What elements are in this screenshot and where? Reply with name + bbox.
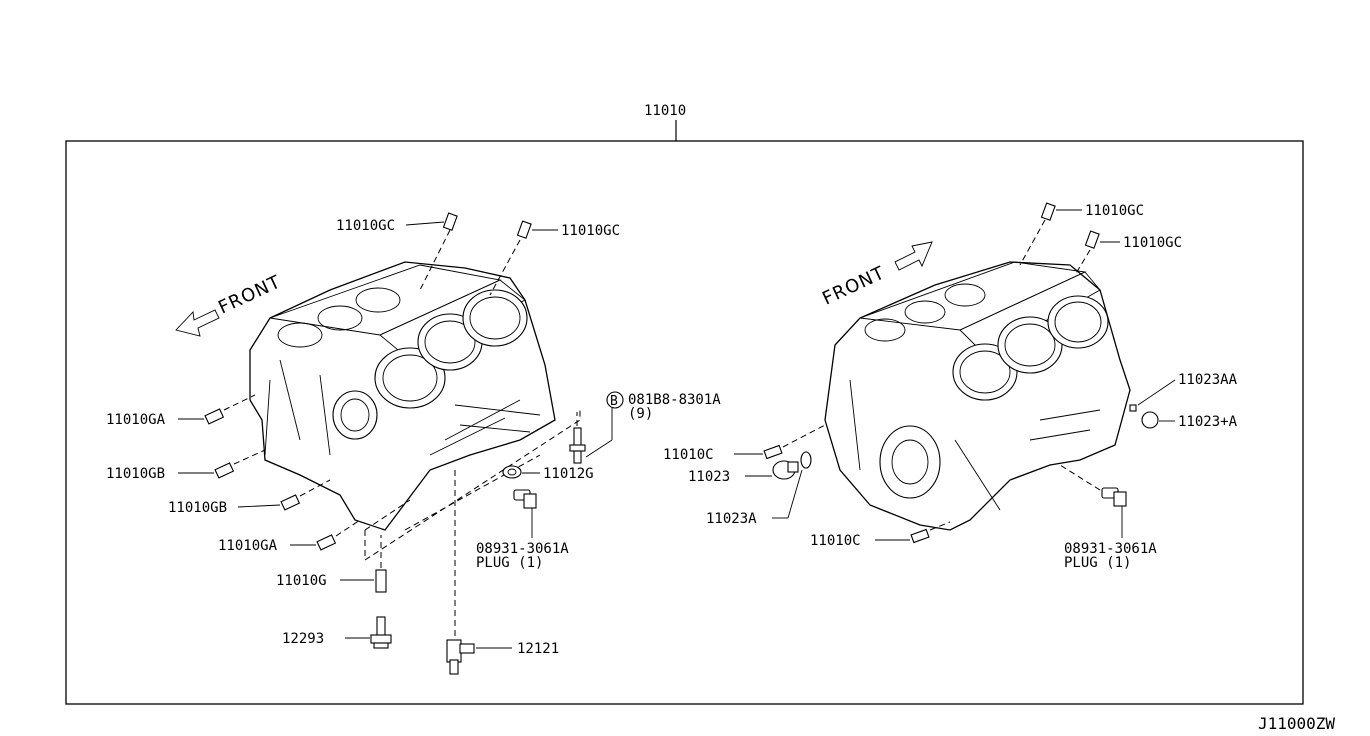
right-front-label: FRONT (819, 262, 888, 309)
sensor-12121 (446, 639, 475, 675)
bolt-081b8 (569, 427, 586, 464)
right-label-c-bot: 11010C (810, 533, 861, 549)
left-front-label: FRONT (215, 271, 284, 318)
left-label-bolt-qty: (9) (628, 406, 653, 422)
right-label-11023aa: 11023AA (1178, 372, 1238, 388)
plug-11023 (772, 460, 799, 480)
left-dowel-gc-a (442, 212, 458, 231)
right-dowel-c-top (763, 444, 783, 460)
left-bolt-circle-letter: B (610, 394, 618, 409)
right-dowel-gc-a (1040, 202, 1056, 221)
right-plug (1101, 487, 1127, 507)
left-label-gb-top: 11010GB (106, 466, 165, 482)
left-plug (513, 489, 537, 509)
left-guide-lines (364, 410, 581, 561)
left-label-ga-top: 11010GA (106, 412, 166, 428)
left-dowel-ga-bot (316, 534, 337, 551)
bolt-12293 (370, 616, 392, 649)
bolt-b-marker (606, 391, 624, 409)
diagram-code: J11000ZW (1258, 714, 1335, 733)
right-dowel-gc-b (1084, 230, 1100, 249)
right-label-11023a: 11023A (706, 511, 757, 527)
left-dowel-g (375, 569, 387, 593)
left-label-12121: 12121 (517, 641, 559, 657)
part-11023a (800, 451, 812, 469)
right-label-c-top: 11010C (663, 447, 714, 463)
right-label-gc-b: 11010GC (1123, 235, 1182, 251)
right-label-11023a-plus: 11023+A (1178, 414, 1238, 430)
left-dowel-ga-top (204, 408, 225, 425)
part-11023aa (1129, 404, 1137, 412)
left-label-plug-desc: PLUG (1) (476, 555, 543, 571)
front-arrow-icon (175, 309, 220, 337)
left-dowel-gc-b (516, 220, 532, 239)
assembly-label: 11010 (644, 103, 686, 119)
left-dowel-gb-mid (280, 494, 301, 511)
washer-11012g (502, 465, 522, 479)
right-label-gc-a: 11010GC (1085, 203, 1144, 219)
left-label-ga-bot: 11010GA (218, 538, 278, 554)
assembly-frame (65, 140, 1304, 705)
left-dowel-gb-top (214, 462, 235, 479)
left-label-plug-code: 08931-3061A (476, 541, 569, 557)
right-cylinder-block (824, 261, 1131, 531)
right-label-plug-code: 08931-3061A (1064, 541, 1157, 557)
left-label-12293: 12293 (282, 631, 324, 647)
left-label-gc-b: 11010GC (561, 223, 620, 239)
left-label-g: 11010G (276, 573, 327, 589)
right-dowel-c-bot (910, 528, 930, 544)
left-cylinder-block (249, 261, 556, 531)
left-label-11012g: 11012G (543, 466, 594, 482)
part-11023a-plus (1141, 411, 1159, 429)
right-label-11023: 11023 (688, 469, 730, 485)
right-label-plug-desc: PLUG (1) (1064, 555, 1131, 571)
left-label-bolt-code: 081B8-8301A (628, 392, 721, 408)
left-label-gb-mid: 11010GB (168, 500, 227, 516)
front-arrow-icon (894, 241, 933, 271)
left-label-gc-a: 11010GC (336, 218, 395, 234)
